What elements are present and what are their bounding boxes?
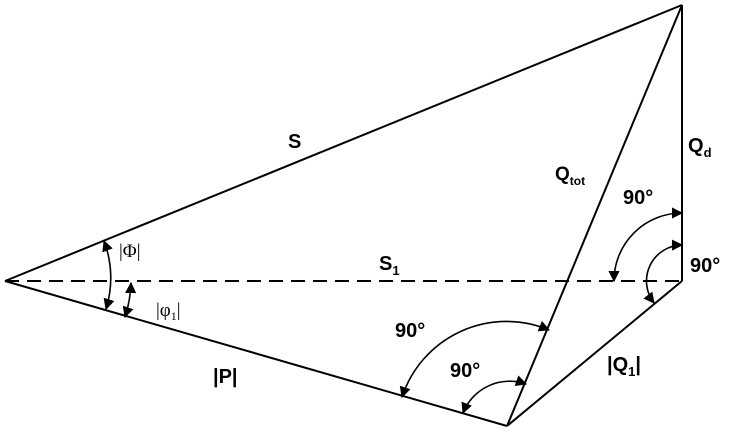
label-qtot: Qtot [555,164,585,188]
label-angle-right: 90° [690,255,720,277]
q1-line [506,280,683,427]
angle-arc-right [643,239,684,304]
label-angle-bottom-upper: 90° [395,320,425,342]
phi1-angle-arc [122,281,137,319]
angle-arc-bottom-lower [461,375,528,415]
label-q1: |Q1| [607,354,641,379]
label-p: |P| [213,366,238,388]
label-angle-bottom-lower: 90° [450,360,480,382]
s-line [4,4,683,282]
label-s: S [288,131,301,153]
label-qd: Qd [688,135,712,160]
p-line [4,280,508,427]
label-phi1: |φ1| [156,300,181,323]
phi-angle-arc [102,239,115,311]
label-s1: S1 [379,253,400,278]
label-angle-upper-right: 90° [623,187,653,209]
label-phi: |Φ| [119,241,141,262]
angle-arc-bottom-upper [399,320,551,399]
angle-arc-upper-right [608,207,684,283]
